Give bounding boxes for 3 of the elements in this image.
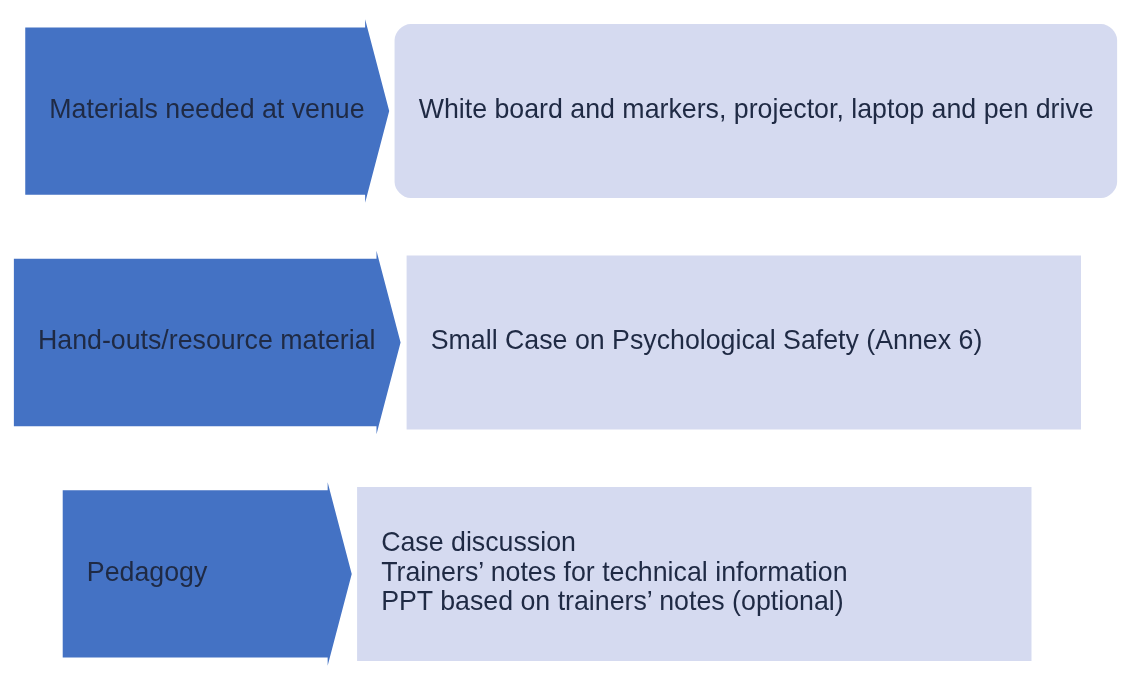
node-box: Small Case on Psychological Safety (Annex 6) (406, 255, 1081, 429)
node-box: White board and markers, projector, laptop and pen drive (394, 23, 1118, 198)
node-box: Case discussion Trainers’ notes for technical information PPT based on trainers’ notes (optional) (357, 486, 1032, 661)
